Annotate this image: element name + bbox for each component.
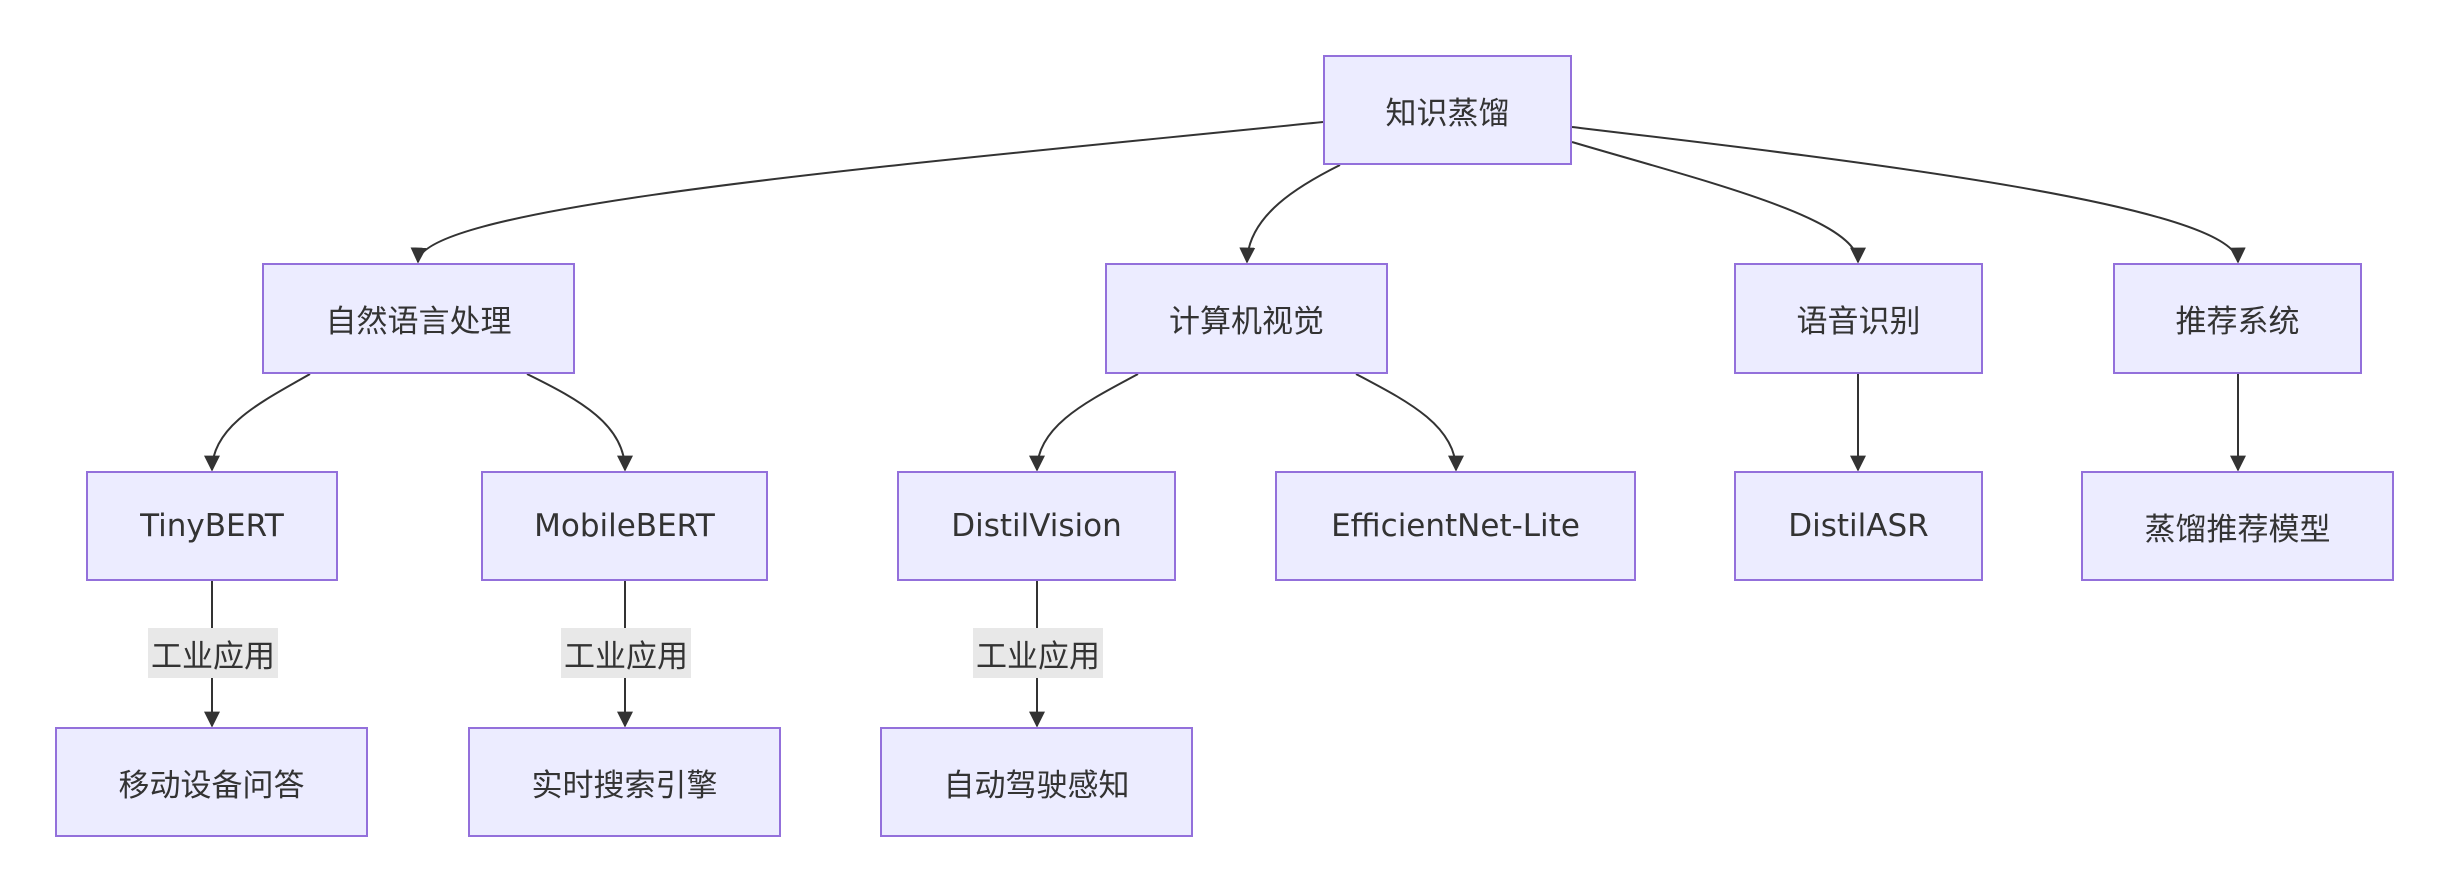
edge-nlp-mobilebert — [526, 373, 633, 472]
node-distilasr[interactable]: DistilASR — [1734, 471, 1983, 581]
node-tinybert[interactable]: TinyBERT — [86, 471, 338, 581]
edge-label-industrial-2: 工业应用 — [561, 628, 691, 678]
edge-root-cv — [1239, 164, 1341, 264]
node-speech-recognition[interactable]: 语音识别 — [1734, 263, 1983, 374]
edge-root-nlp — [410, 121, 1324, 264]
node-mobile-qa[interactable]: 移动设备问答 — [55, 727, 368, 837]
edge-cv-efficientnet — [1355, 373, 1464, 472]
node-distilvision[interactable]: DistilVision — [897, 471, 1176, 581]
edge-cv-distilvision — [1029, 373, 1139, 472]
edge-root-rec — [1571, 126, 2246, 264]
node-mobilebert[interactable]: MobileBERT — [481, 471, 768, 581]
node-nlp[interactable]: 自然语言处理 — [262, 263, 575, 374]
node-distilled-rec-model[interactable]: 蒸馏推荐模型 — [2081, 471, 2394, 581]
edge-label-industrial-1: 工业应用 — [148, 628, 278, 678]
node-realtime-search[interactable]: 实时搜索引擎 — [468, 727, 781, 837]
node-knowledge-distillation[interactable]: 知识蒸馏 — [1323, 55, 1572, 165]
edge-label-industrial-3: 工业应用 — [973, 628, 1103, 678]
edge-root-speech — [1571, 141, 1866, 264]
node-recommender-system[interactable]: 推荐系统 — [2113, 263, 2362, 374]
node-efficientnet-lite[interactable]: EfficientNet-Lite — [1275, 471, 1636, 581]
edge-nlp-tinybert — [204, 373, 311, 472]
node-autonomous-driving[interactable]: 自动驾驶感知 — [880, 727, 1193, 837]
node-computer-vision[interactable]: 计算机视觉 — [1105, 263, 1388, 374]
